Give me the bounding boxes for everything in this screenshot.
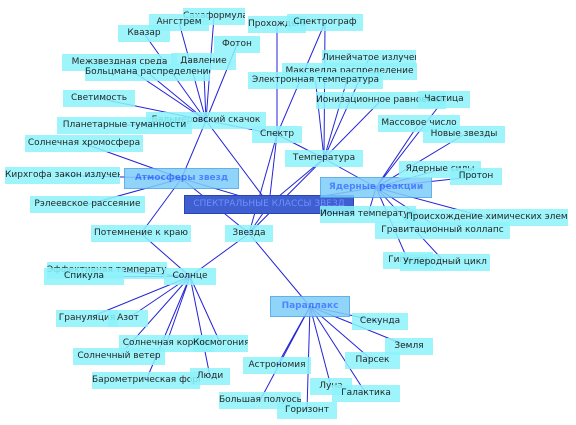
node-chast[interactable]: Частица xyxy=(418,91,470,108)
node-sekunda[interactable]: Секунда xyxy=(352,313,408,330)
node-spik[interactable]: Спикула xyxy=(44,268,124,285)
edge-solnce-kosmog xyxy=(189,276,221,344)
node-spektr[interactable]: Спектр xyxy=(252,126,302,143)
node-iont[interactable]: Ионная температура xyxy=(320,206,416,223)
node-atm[interactable]: Атмосферы звезд xyxy=(124,168,239,189)
edge-par-galakt xyxy=(309,306,367,394)
node-zvezda[interactable]: Звезда xyxy=(225,225,273,242)
node-veter[interactable]: Солнечный ветер xyxy=(73,348,165,365)
node-barom[interactable]: Барометрическая формула xyxy=(92,372,200,389)
edge-spektr-zvezda xyxy=(248,134,278,234)
edge-par-bpol xyxy=(259,306,311,401)
node-zemlya[interactable]: Земля xyxy=(385,338,433,355)
node-kirch[interactable]: Кирхгофа закон излучения xyxy=(5,167,120,184)
edge-solnce-korona xyxy=(166,276,191,344)
edge-temp-ion xyxy=(323,100,382,159)
node-par[interactable]: Параллакс xyxy=(270,296,350,317)
edge-solnce-lyuda xyxy=(189,276,211,377)
node-proish[interactable]: Происхождение химических элементов xyxy=(406,209,568,226)
node-potem[interactable]: Потемнение к краю xyxy=(91,225,191,242)
node-temp[interactable]: Температура xyxy=(285,150,363,167)
node-spgr[interactable]: Спектрограф xyxy=(287,14,363,31)
edge-nuc-chast xyxy=(375,99,445,188)
node-nuc[interactable]: Ядерные реакции xyxy=(320,177,432,198)
node-solnce[interactable]: Солнце xyxy=(164,268,216,285)
node-ion[interactable]: Ионизационное равновесие xyxy=(316,92,446,109)
node-lyuda[interactable]: Люди xyxy=(190,368,230,385)
node-parsek[interactable]: Парсек xyxy=(345,352,400,369)
node-proton[interactable]: Протон xyxy=(450,168,502,185)
node-gran[interactable]: Грануляция xyxy=(56,310,118,327)
edge-balm-center xyxy=(205,120,270,205)
node-nov[interactable]: Новые звезды xyxy=(423,126,505,143)
node-korona[interactable]: Солнечная корона xyxy=(119,335,214,352)
node-elt[interactable]: Электронная температура xyxy=(248,72,383,89)
node-kosmog[interactable]: Космогония xyxy=(193,335,248,352)
node-gorizont[interactable]: Горизонт xyxy=(277,402,337,419)
node-galakt[interactable]: Галактика xyxy=(332,385,400,402)
node-foton[interactable]: Фотон xyxy=(214,36,260,53)
node-center[interactable]: СПЕКТРАЛЬНЫЕ КЛАССЫ ЗВЕЗД xyxy=(184,195,354,214)
node-astrom[interactable]: Астрономия xyxy=(243,357,311,374)
node-uglc[interactable]: Углеродный цикл xyxy=(400,254,490,271)
edge-par-luna xyxy=(309,306,332,387)
node-rel[interactable]: Рэлеевское рассеяние xyxy=(30,196,145,213)
node-khrom[interactable]: Солнечная хромосфера xyxy=(25,135,143,152)
node-lin[interactable]: Линейчатое излучение xyxy=(322,50,416,67)
edge-nuc-mass xyxy=(375,123,420,188)
edge-spektr-center xyxy=(268,134,278,205)
edge-zvezda-par xyxy=(248,233,311,307)
node-boltz[interactable]: Больцмана распределение xyxy=(85,64,210,81)
edge-temp-spgr xyxy=(323,22,326,159)
node-plan[interactable]: Планетарные туманности xyxy=(57,117,192,134)
node-kvaz[interactable]: Квазар xyxy=(118,25,170,42)
node-azot[interactable]: Азот xyxy=(108,310,148,327)
node-svet[interactable]: Светимость xyxy=(63,90,135,107)
node-grav[interactable]: Гравитационный коллапс xyxy=(375,222,510,239)
